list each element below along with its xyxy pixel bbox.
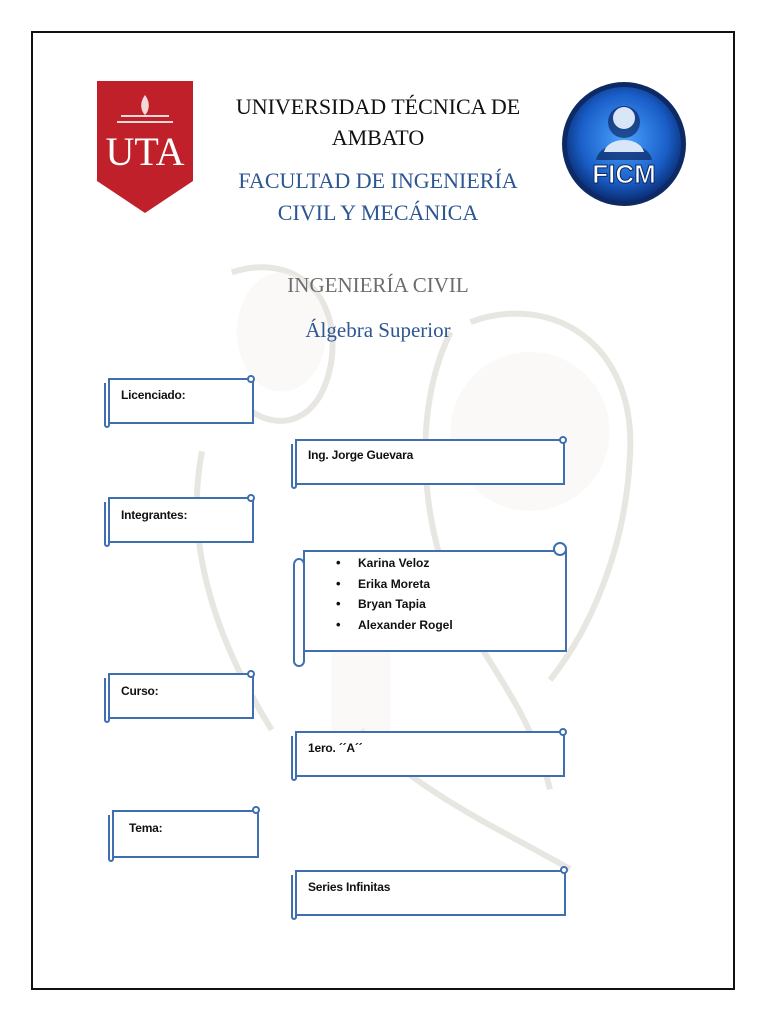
- subject-title: Álgebra Superior: [305, 318, 451, 342]
- tema-label-box: Tema:: [108, 805, 260, 862]
- faculty-name-line2: CIVIL Y MECÁNICA: [277, 200, 479, 225]
- university-name-line2: AMBATO: [331, 125, 425, 150]
- curso-label: Curso:: [121, 684, 159, 698]
- licenciado-label-box: Licenciado:: [104, 375, 255, 428]
- curso-value: 1ero. ´´A´´: [308, 741, 363, 755]
- integrantes-list-box: Karina Veloz Erika Moreta Bryan Tapia Al…: [292, 541, 568, 667]
- licenciado-value: Ing. Jorge Guevara: [308, 448, 414, 462]
- list-item: Bryan Tapia: [336, 594, 453, 615]
- uta-logo: UTA: [97, 81, 193, 213]
- faculty-name: FACULTAD DE INGENIERÍA CIVIL Y MECÁNICA: [208, 165, 548, 229]
- faculty-name-line1: FACULTAD DE INGENIERÍA: [238, 168, 518, 193]
- tema-label: Tema:: [129, 821, 163, 835]
- uta-logo-text: UTA: [105, 129, 184, 174]
- integrantes-list: Karina Veloz Erika Moreta Bryan Tapia Al…: [336, 553, 453, 635]
- licenciado-label: Licenciado:: [121, 388, 186, 402]
- document-page: UTA UNIVERSIDAD TÉCNICA DE AMBATO FACULT…: [31, 31, 735, 990]
- list-item: Erika Moreta: [336, 574, 453, 595]
- university-name: UNIVERSIDAD TÉCNICA DE AMBATO: [208, 91, 548, 153]
- university-name-line1: UNIVERSIDAD TÉCNICA DE: [235, 94, 521, 119]
- list-item: Karina Veloz: [336, 553, 453, 574]
- list-item: Alexander Rogel: [336, 615, 453, 636]
- integrantes-label: Integrantes:: [121, 508, 188, 522]
- tema-value: Series Infinitas: [308, 880, 391, 894]
- career-title: INGENIERÍA CIVIL: [287, 273, 469, 297]
- ficm-logo: FICM: [562, 82, 686, 206]
- licenciado-value-box: Ing. Jorge Guevara: [291, 436, 567, 489]
- integrantes-label-box: Integrantes:: [104, 494, 255, 547]
- curso-value-box: 1ero. ´´A´´: [291, 728, 567, 781]
- curso-label-box: Curso:: [104, 670, 255, 723]
- ficm-logo-text: FICM: [592, 159, 656, 189]
- tema-value-box: Series Infinitas: [291, 865, 568, 920]
